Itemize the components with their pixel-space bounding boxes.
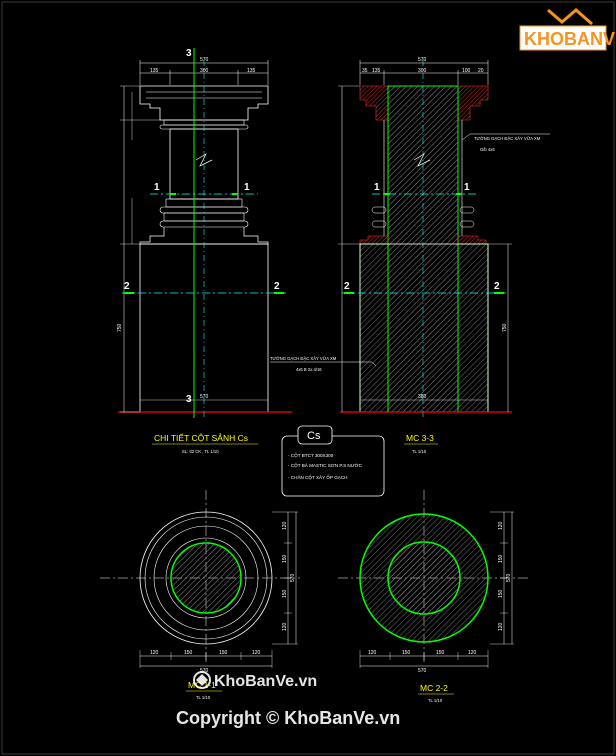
elev-section-2-right: 2 [274,281,280,292]
elev-section-3-top: 3 [186,48,192,59]
s33-section-1-left: 1 [374,182,380,193]
s22-dim-r4: 120 [498,622,504,631]
elev-height-dim: 750 [117,323,123,332]
legend-item-1: - CỘT BTCT 300X300 [288,452,334,458]
s33-section-2-left: 2 [344,281,350,292]
legend-item-3: - CHÂN CỘT XÂY ỐP GẠCH [288,474,347,480]
s11-dim-r2: 150 [282,554,288,563]
elev-section-2-left: 2 [124,281,130,292]
section-3-3-scale: TL 1/10 [412,449,427,454]
s11-dim-right-total: 570 [290,573,296,582]
s33-dim-3: 300 [418,68,427,74]
s22-dim-total: 570 [418,668,427,674]
s22-dim-b1: 120 [368,650,377,656]
s33-dim-4: 100 [462,68,471,74]
logo-text: KHOBANVE [524,29,616,49]
s33-section-2-right: 2 [494,281,500,292]
section-2-2: 120 150 150 120 570 120 150 150 120 570 … [338,490,530,703]
s22-dim-r2: 150 [498,554,504,563]
elevation-subtitle: SL: 02 CK , TL 1/10 [182,449,219,454]
s22-dim-b3: 150 [436,650,445,656]
elev-section-3-bottom: 3 [186,394,192,405]
elev-section-1-right: 1 [244,182,250,193]
s33-label-mid-sub: 4x6 B 2x 4/16 [296,367,322,372]
legend-item-2: - CỘT BÁ MASTIC SƠN P.S NƯỚC [288,462,363,468]
s11-dim-r4: 120 [282,622,288,631]
section-3-3-title: MC 3-3 [406,433,434,443]
section-2-2-scale: TL 1/10 [428,698,443,703]
elev-dim-mid: 300 [200,68,209,74]
column-elevation: 570 135 300 135 750 570 [117,48,292,454]
elev-dim-right: 135 [247,68,256,74]
s22-dim-r1: 120 [498,521,504,530]
watermark-logo-icon [193,671,211,689]
elev-dim-left: 135 [150,68,159,74]
elevation-title: CHI TIẾT CỘT SẢNH Cs [154,432,248,443]
section-1-1-scale: TL 1/10 [196,695,211,700]
legend-tag: Cs [307,430,321,442]
section-1-1: 120 150 150 120 570 120 150 150 120 570 … [100,490,300,700]
watermark-copyright: Copyright © KhoBanVe.vn [176,708,400,728]
s11-dim-b1: 120 [150,650,159,656]
s11-dim-r3: 150 [282,589,288,598]
section-3-3: 570 35 135 300 100 20 750 [270,57,550,454]
s11-dim-b2: 150 [184,650,193,656]
watermark-site: KhoBanVe.vn [214,673,317,690]
s33-bottom-dim: 380 [418,394,427,400]
s33-dim-1: 35 [362,68,368,74]
s11-dim-b3: 150 [219,650,228,656]
s33-label-top: TƯỜNG GẠCH ĐẶC XÂY VỮA XM [474,136,541,141]
s11-dim-total: 570 [200,668,209,674]
s22-dim-r3: 150 [498,589,504,598]
s11-dim-r1: 120 [282,521,288,530]
watermark: KhoBanVe.vn Copyright © KhoBanVe.vn [176,671,400,728]
khobanve-logo: KHOBANVE [519,8,616,51]
s33-section-1-right: 1 [464,182,470,193]
s22-dim-b4: 120 [468,650,477,656]
s22-dim-b2: 150 [402,650,411,656]
elev-bottom-dim: 570 [200,394,209,400]
s22-dim-right-total: 570 [506,573,512,582]
elev-section-1-left: 1 [154,182,160,193]
s33-label-top-sub: G/b 4x6 [480,147,495,152]
s33-label-mid: TƯỜNG GẠCH ĐẶC XÂY VỮA XM [270,356,337,361]
s33-dim-5: 20 [478,68,484,74]
s33-dim-2: 135 [372,68,381,74]
s33-height-dim: 750 [502,323,508,332]
s11-dim-b4: 120 [252,650,261,656]
section-2-2-title: MC 2-2 [420,683,448,693]
s33-dim-total: 570 [418,57,427,63]
legend-box: Cs - CỘT BTCT 300X300 - CỘT BÁ MASTIC SƠ… [281,425,385,497]
